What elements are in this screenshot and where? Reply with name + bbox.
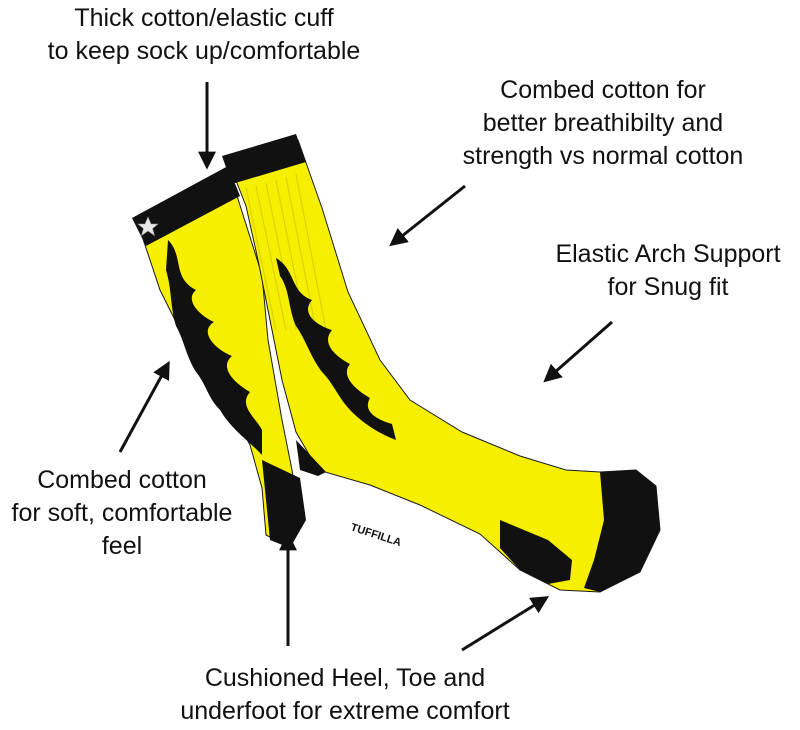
callout-arch-support: Elastic Arch Support for Snug fit [538, 238, 798, 304]
callout-soft-feel: Combed cotton for soft, comfortable feel [2, 464, 242, 563]
callout-cushion-line-1: Cushioned Heel, Toe and [204, 664, 486, 692]
arrow-combed-top [389, 184, 466, 247]
arrow-soft [118, 360, 170, 453]
star-icon [137, 216, 159, 237]
arrow-cushion-toe [461, 596, 550, 652]
callout-soft-line-3: feel [101, 532, 143, 560]
front-sock-heel [296, 440, 326, 476]
front-sock-toe [584, 470, 660, 592]
callout-arch-line-2: for Snug fit [607, 273, 729, 301]
callout-combed-top-line-3: strength vs normal cotton [462, 142, 744, 170]
callout-cuff-line-2: to keep sock up/comfortable [47, 37, 361, 65]
back-sock-heel [262, 460, 306, 548]
callout-combed-top-line-2: better breathibilty and [482, 109, 724, 137]
callout-cuff-line-1: Thick cotton/elastic cuff [74, 4, 334, 32]
callout-combed-top-line-1: Combed cotton for [500, 76, 706, 104]
arrow-arch [543, 320, 613, 383]
callout-cuff: Thick cotton/elastic cuff to keep sock u… [14, 2, 394, 68]
front-sock-cuff [222, 134, 306, 184]
back-sock-toe [500, 520, 572, 584]
front-sock-flames [276, 258, 396, 440]
back-sock-cuff [132, 166, 240, 246]
callout-cushioned: Cushioned Heel, Toe and underfoot for ex… [130, 662, 560, 728]
callout-arch-line-1: Elastic Arch Support [555, 240, 781, 268]
callout-cushion-line-2: underfoot for extreme comfort [180, 697, 510, 725]
callout-combed-cotton-top: Combed cotton for better breathibilty an… [428, 74, 778, 173]
back-sock-flames [166, 240, 262, 455]
callout-soft-line-1: Combed cotton [37, 466, 207, 494]
callout-soft-line-2: for soft, comfortable [11, 499, 233, 527]
